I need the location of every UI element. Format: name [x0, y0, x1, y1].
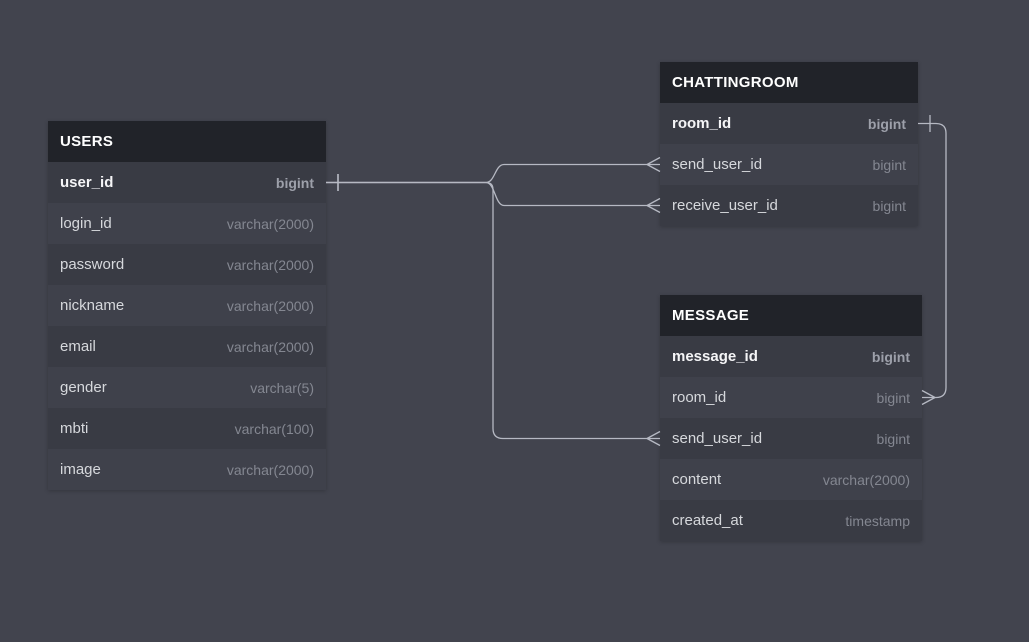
- table-message[interactable]: MESSAGE message_id bigint room_id bigint…: [660, 295, 922, 541]
- field-name: content: [672, 471, 722, 488]
- relationship-users-chattingroom-send[interactable]: [326, 156, 661, 192]
- field-row-users-password[interactable]: password varchar(2000): [48, 244, 326, 285]
- field-type: bigint: [876, 430, 910, 447]
- field-row-users-mbti[interactable]: mbti varchar(100): [48, 408, 326, 449]
- field-row-users-image[interactable]: image varchar(2000): [48, 449, 326, 490]
- field-type: bigint: [872, 197, 906, 214]
- field-name: email: [60, 338, 96, 355]
- field-name: send_user_id: [672, 430, 763, 447]
- field-type: bigint: [871, 348, 910, 365]
- field-name: room_id: [672, 389, 727, 406]
- field-type: varchar(2000): [226, 461, 314, 478]
- table-title: USERS: [60, 133, 114, 150]
- field-type: varchar(2000): [226, 297, 314, 314]
- field-type: varchar(2000): [226, 215, 314, 232]
- field-row-chattingroom-room_id[interactable]: room_id bigint: [660, 103, 918, 144]
- field-name: room_id: [672, 115, 732, 132]
- field-name: message_id: [672, 348, 758, 365]
- field-row-message-message_id[interactable]: message_id bigint: [660, 336, 922, 377]
- field-type: bigint: [867, 115, 906, 132]
- field-type: bigint: [275, 174, 314, 191]
- field-name: image: [60, 461, 101, 478]
- field-type: timestamp: [845, 512, 910, 529]
- field-type: bigint: [872, 156, 906, 173]
- field-name: send_user_id: [672, 156, 763, 173]
- field-type: varchar(100): [234, 420, 314, 437]
- table-users[interactable]: USERS user_id bigint login_id varchar(20…: [48, 121, 326, 490]
- field-row-chattingroom-send_user_id[interactable]: send_user_id bigint: [660, 144, 918, 185]
- field-type: varchar(2000): [226, 338, 314, 355]
- table-header[interactable]: MESSAGE: [660, 295, 922, 336]
- field-row-users-login_id[interactable]: login_id varchar(2000): [48, 203, 326, 244]
- field-row-message-send_user_id[interactable]: send_user_id bigint: [660, 418, 922, 459]
- relationship-users-chattingroom-receive[interactable]: [326, 174, 661, 214]
- field-row-users-nickname[interactable]: nickname varchar(2000): [48, 285, 326, 326]
- relationship-chattingroom-message-room[interactable]: [918, 115, 947, 406]
- field-row-users-user_id[interactable]: user_id bigint: [48, 162, 326, 203]
- table-chattingroom[interactable]: CHATTINGROOM room_id bigint send_user_id…: [660, 62, 918, 226]
- field-type: varchar(2000): [226, 256, 314, 273]
- table-header[interactable]: CHATTINGROOM: [660, 62, 918, 103]
- table-rows: message_id bigint room_id bigint send_us…: [660, 336, 922, 541]
- field-row-users-email[interactable]: email varchar(2000): [48, 326, 326, 367]
- table-header[interactable]: USERS: [48, 121, 326, 162]
- field-row-message-created_at[interactable]: created_at timestamp: [660, 500, 922, 541]
- table-title: MESSAGE: [672, 307, 750, 324]
- table-title: CHATTINGROOM: [672, 74, 799, 91]
- field-name: created_at: [672, 512, 743, 529]
- field-name: user_id: [60, 174, 114, 191]
- field-type: varchar(2000): [822, 471, 910, 488]
- field-name: mbti: [60, 420, 89, 437]
- field-type: varchar(5): [250, 379, 314, 396]
- field-row-message-content[interactable]: content varchar(2000): [660, 459, 922, 500]
- field-name: receive_user_id: [672, 197, 778, 214]
- field-row-message-room_id[interactable]: room_id bigint: [660, 377, 922, 418]
- table-rows: room_id bigint send_user_id bigint recei…: [660, 103, 918, 226]
- field-name: nickname: [60, 297, 125, 314]
- relationship-users-message-send[interactable]: [326, 174, 661, 447]
- field-name: password: [60, 256, 125, 273]
- field-type: bigint: [876, 389, 910, 406]
- field-name: gender: [60, 379, 107, 396]
- table-rows: user_id bigint login_id varchar(2000) pa…: [48, 162, 326, 490]
- field-row-chattingroom-receive_user_id[interactable]: receive_user_id bigint: [660, 185, 918, 226]
- field-name: login_id: [60, 215, 112, 232]
- field-row-users-gender[interactable]: gender varchar(5): [48, 367, 326, 408]
